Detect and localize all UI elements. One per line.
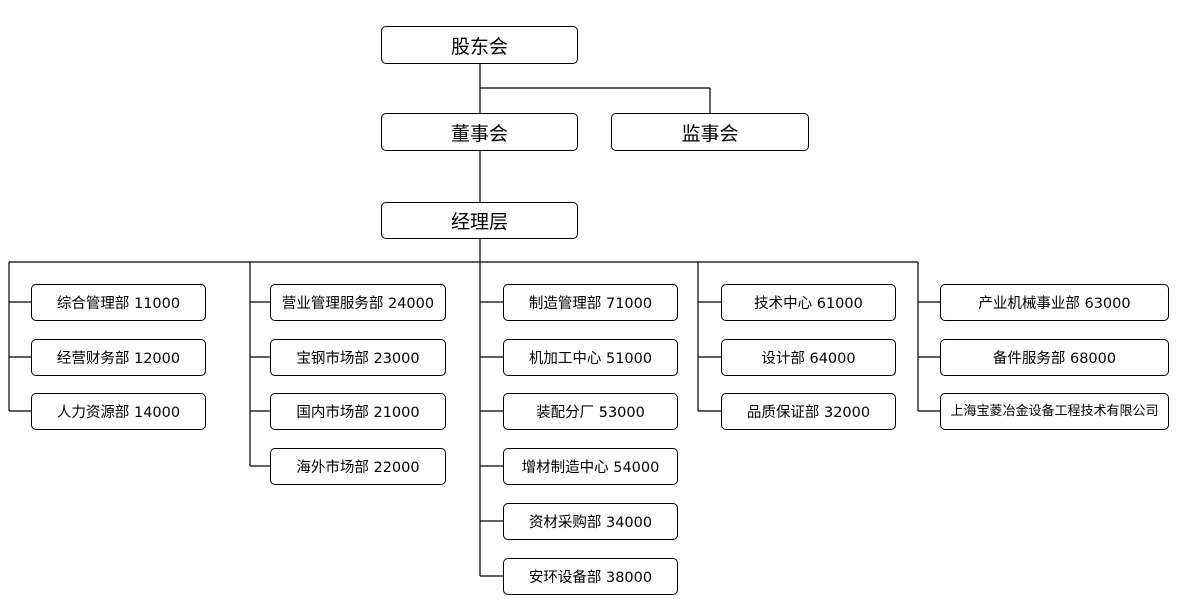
node-label: 监事会 — [681, 122, 739, 145]
node-dept: 机加工中心 51000 — [503, 339, 678, 376]
node-dept: 海外市场部 22000 — [270, 448, 446, 485]
node-dept: 技术中心 61000 — [721, 284, 896, 321]
node-label: 人力资源部 14000 — [56, 405, 181, 421]
node-dept: 宝钢市场部 23000 — [270, 339, 446, 376]
node-label: 品质保证部 32000 — [746, 405, 871, 421]
node-dept: 营业管理服务部 24000 — [270, 284, 446, 321]
node-dept: 设计部 64000 — [721, 339, 896, 376]
node-label: 上海宝菱冶金设备工程技术有限公司 — [950, 404, 1159, 419]
node-shareholders: 股东会 — [381, 26, 578, 64]
node-label: 营业管理服务部 24000 — [281, 296, 435, 312]
node-dept: 综合管理部 11000 — [31, 284, 206, 321]
node-dept: 品质保证部 32000 — [721, 393, 896, 430]
node-board: 董事会 — [381, 113, 578, 151]
node-dept: 经营财务部 12000 — [31, 339, 206, 376]
node-label: 装配分厂 53000 — [536, 405, 645, 421]
node-dept: 上海宝菱冶金设备工程技术有限公司 — [940, 393, 1169, 430]
node-label: 经营财务部 12000 — [56, 351, 181, 367]
node-dept: 装配分厂 53000 — [503, 393, 678, 430]
node-label: 设计部 64000 — [761, 351, 856, 367]
node-label: 经理层 — [450, 211, 508, 233]
node-label: 制造管理部 71000 — [528, 296, 653, 312]
node-dept: 国内市场部 21000 — [270, 393, 446, 430]
node-management: 经理层 — [381, 202, 578, 239]
node-dept: 制造管理部 71000 — [503, 284, 678, 321]
node-label: 股东会 — [450, 35, 508, 58]
node-label: 资材采购部 34000 — [528, 515, 653, 531]
node-label: 国内市场部 21000 — [296, 405, 420, 421]
node-label: 董事会 — [450, 122, 508, 145]
node-label: 宝钢市场部 23000 — [296, 351, 420, 367]
node-dept: 备件服务部 68000 — [940, 339, 1169, 376]
node-label: 备件服务部 68000 — [992, 351, 1117, 367]
node-dept: 资材采购部 34000 — [503, 503, 678, 540]
node-dept: 安环设备部 38000 — [503, 558, 678, 595]
node-label: 机加工中心 51000 — [528, 351, 653, 367]
node-label: 技术中心 61000 — [754, 296, 863, 312]
node-label: 增材制造中心 54000 — [521, 460, 660, 476]
node-dept: 产业机械事业部 63000 — [940, 284, 1169, 321]
node-dept: 增材制造中心 54000 — [503, 448, 678, 485]
node-dept: 人力资源部 14000 — [31, 393, 206, 430]
node-label: 海外市场部 22000 — [296, 460, 420, 476]
node-label: 安环设备部 38000 — [528, 570, 653, 586]
node-supervisors: 监事会 — [611, 113, 809, 151]
node-label: 综合管理部 11000 — [56, 296, 181, 312]
node-label: 产业机械事业部 63000 — [978, 296, 1131, 312]
